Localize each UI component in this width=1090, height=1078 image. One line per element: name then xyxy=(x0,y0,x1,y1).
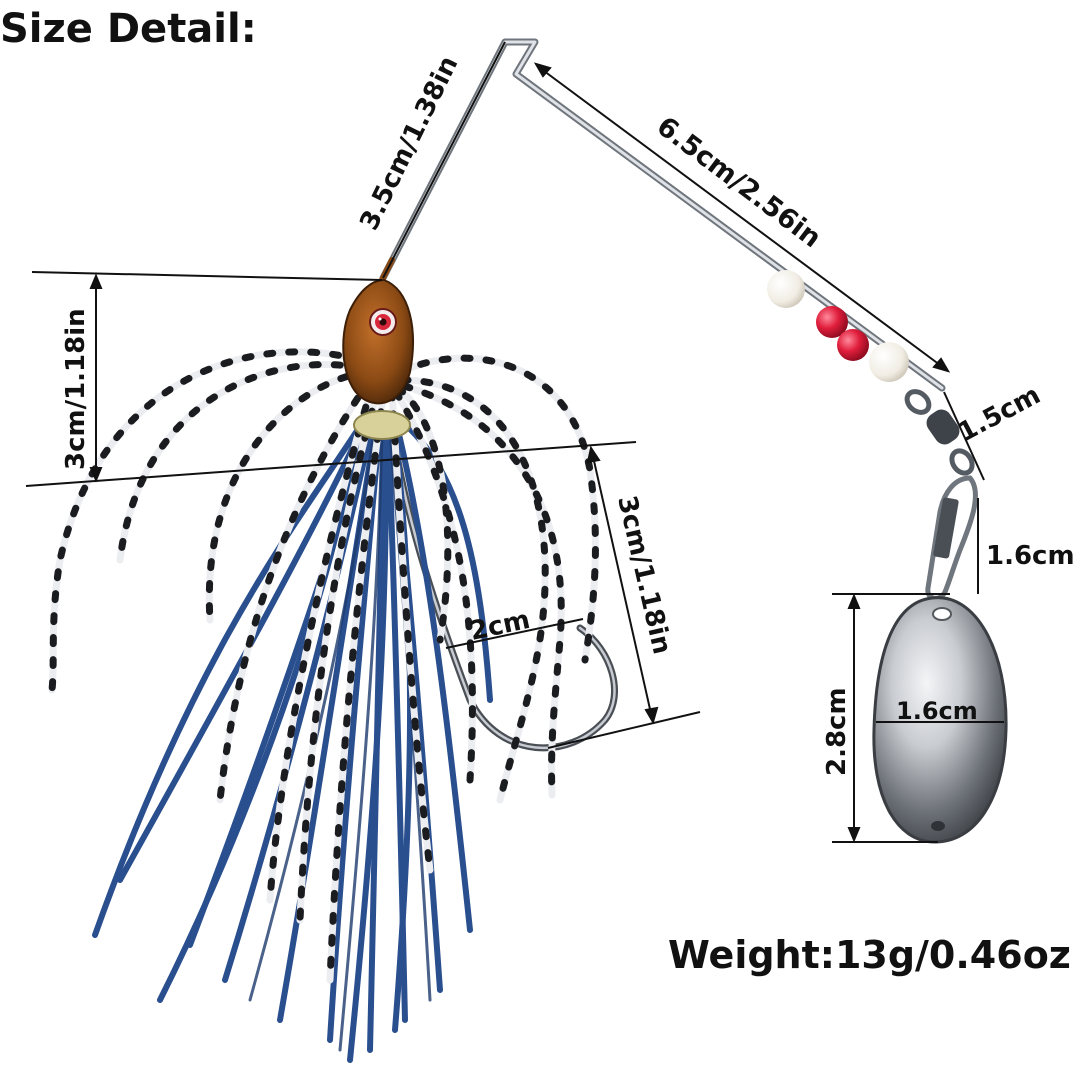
lure-head xyxy=(342,278,414,440)
label-wire-length: 6.5cm/2.56in xyxy=(651,111,827,254)
bead-stack xyxy=(767,270,909,382)
skirt-white-strands xyxy=(48,348,599,984)
snap-clip xyxy=(925,475,978,601)
label-clip-length: 1.6cm xyxy=(986,541,1075,571)
label-arm-height: 3.5cm/1.38in xyxy=(354,51,464,235)
size-detail-title: Size Detail: xyxy=(0,6,257,52)
spinner-blade xyxy=(872,596,1008,844)
dimension-lines xyxy=(25,41,1004,843)
label-skirt-length: 3cm/1.18in xyxy=(611,493,677,657)
hook xyxy=(389,426,618,752)
label-weight: Weight:13g/0.46oz xyxy=(668,933,1071,977)
label-blade-width: 1.6cm xyxy=(896,697,978,725)
label-head-height: 3cm/1.18in xyxy=(61,308,91,470)
label-hook-gap: 2cm xyxy=(467,605,533,647)
label-swivel-length: 1.5cm xyxy=(953,380,1045,448)
swivel xyxy=(904,389,975,476)
spinnerbait-lure-illustration xyxy=(48,38,1008,1063)
label-blade-height: 2.8cm xyxy=(822,687,852,776)
